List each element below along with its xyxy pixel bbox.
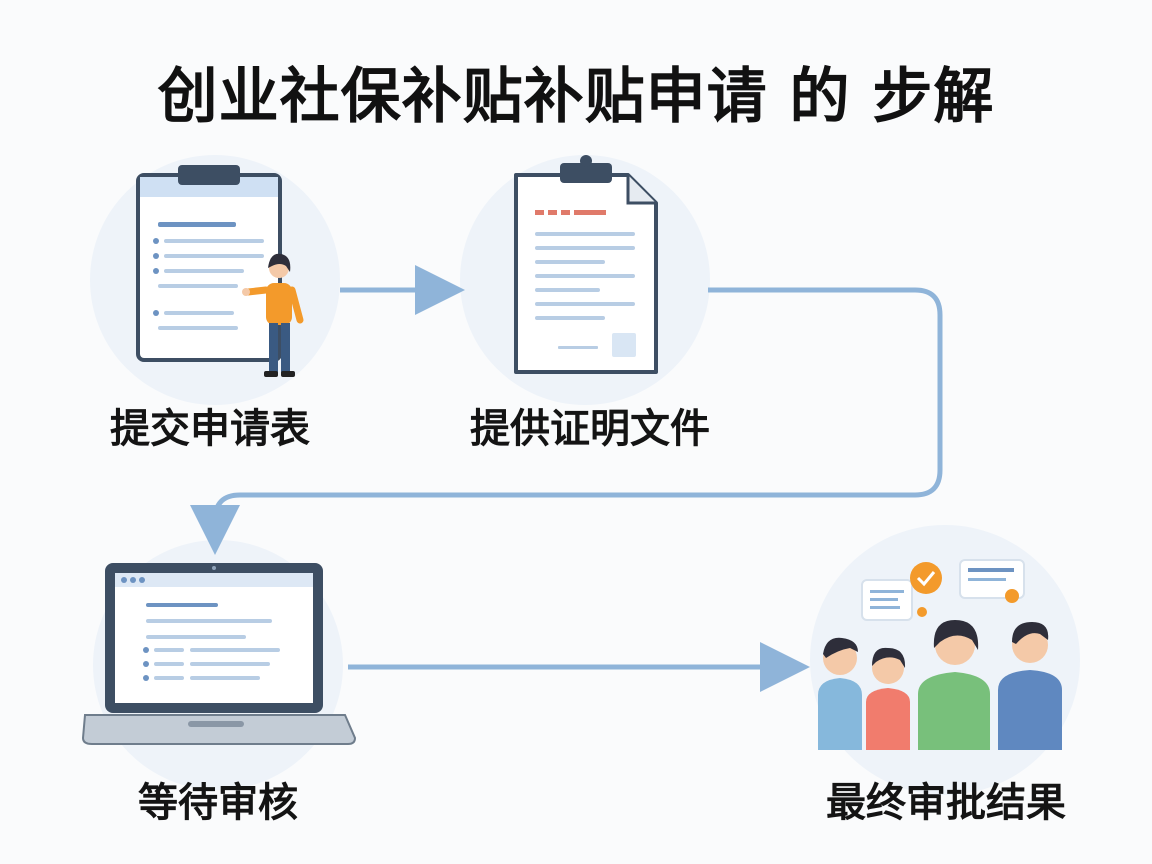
arrow-step2-to-step3 [190,287,943,555]
people-approval-icon [818,559,1062,750]
step-label-final-result: 最终审批结果 [826,780,1066,826]
step-label-await-review: 等待审核 [138,780,298,826]
clipboard-form-icon [136,165,282,362]
page-title: 创业社保补贴补贴申请 的 步解 [157,62,995,132]
laptop-icon [81,563,357,745]
person-icon [242,253,304,377]
document-icon [514,155,658,374]
step-label-submit-form: 提交申请表 [110,406,310,452]
step-label-provide-documents: 提供证明文件 [470,406,710,452]
